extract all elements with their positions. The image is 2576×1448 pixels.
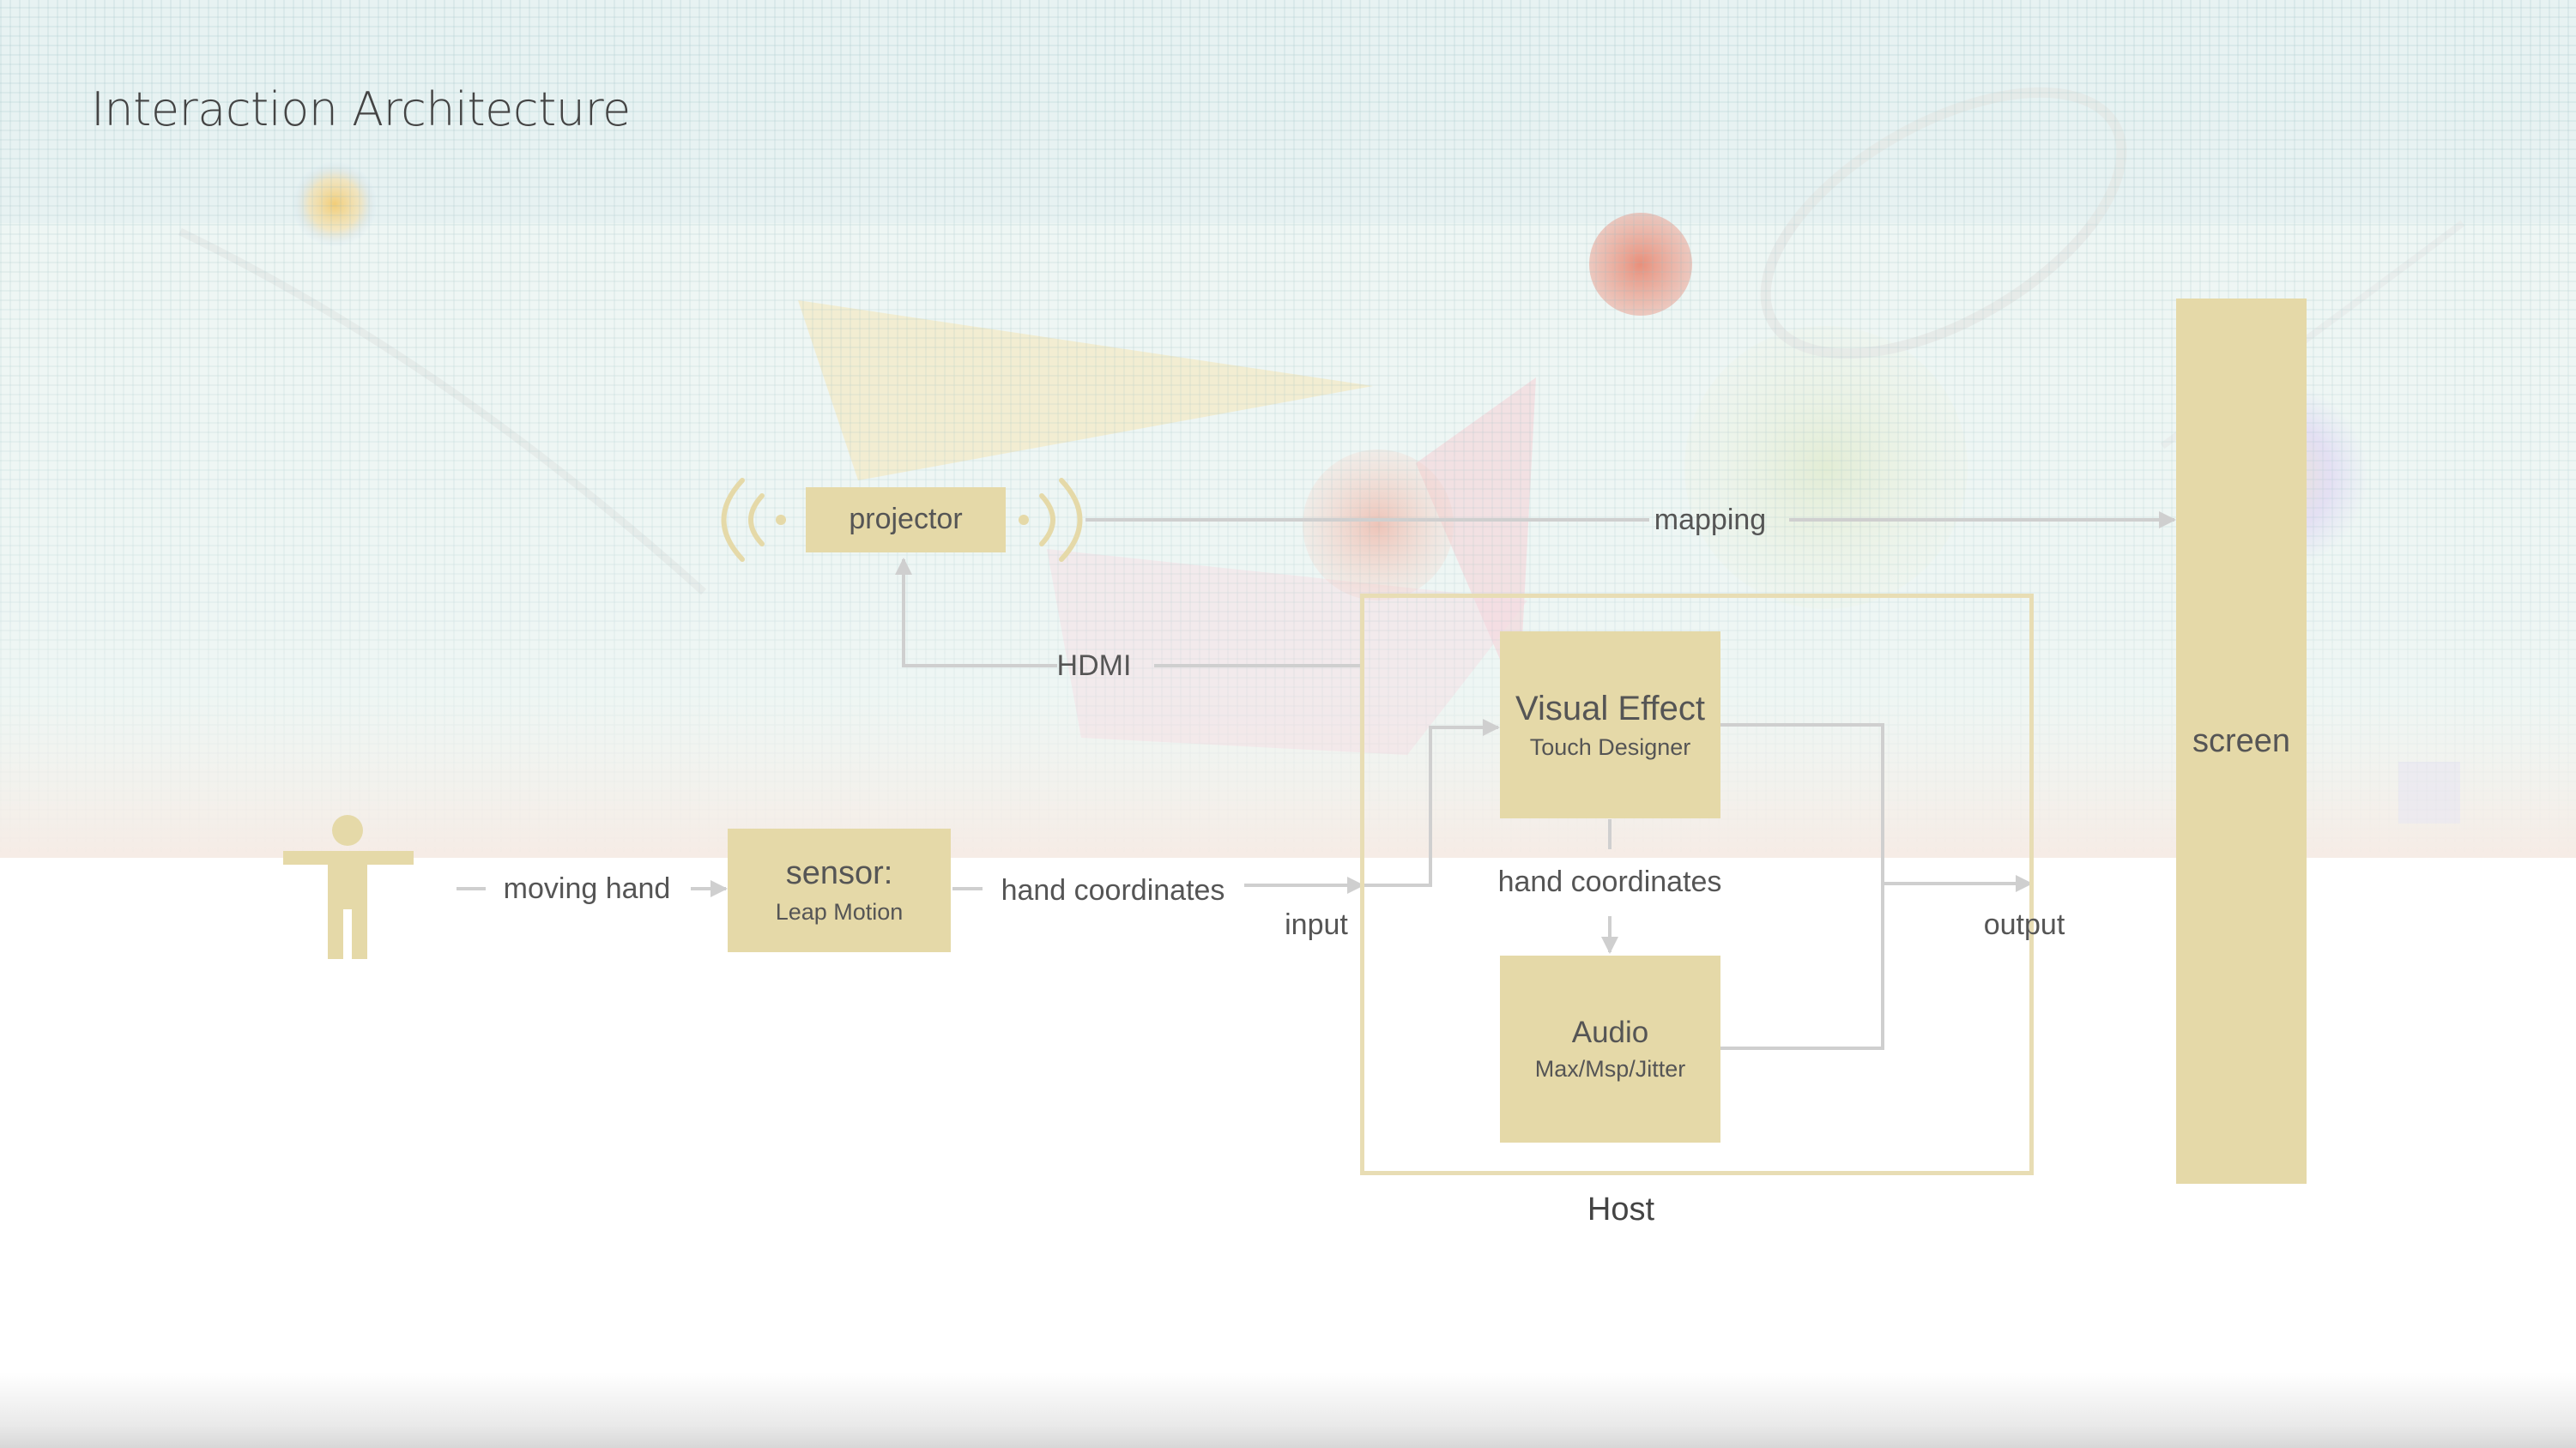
sensor-subtitle: Leap Motion — [775, 898, 904, 925]
output-label: output — [1983, 908, 2065, 941]
broadcast-waves-icon — [721, 478, 1083, 562]
host-frame — [1360, 594, 2034, 1175]
hdmi-label: HDMI — [1056, 649, 1132, 682]
connector-hdmi-left — [895, 558, 1057, 667]
visual-effect-box: Visual Effect Touch Designer — [1500, 631, 1720, 818]
projector-box: projector — [806, 487, 1006, 552]
projector-label: projector — [849, 503, 963, 536]
moving-hand-label: moving hand — [503, 872, 671, 905]
visual-effect-subtitle: Touch Designer — [1529, 733, 1691, 760]
audio-subtitle: Max/Msp/Jitter — [1534, 1055, 1686, 1082]
audio-box: Audio Max/Msp/Jitter — [1500, 956, 1720, 1143]
screen-label: screen — [2192, 722, 2291, 759]
page-title: Interaction Architecture — [91, 82, 631, 136]
screen-bar: screen — [2176, 299, 2307, 1184]
hand-coordinates-label: hand coordinates — [1001, 874, 1225, 907]
input-label: input — [1285, 908, 1348, 941]
visual-effect-title: Visual Effect — [1515, 689, 1705, 727]
internal-hand-coordinates-label: hand coordinates — [1497, 866, 1722, 898]
connector-to-visual — [1363, 719, 1500, 887]
sensor-title: sensor: — [785, 854, 893, 891]
person-icon — [283, 815, 414, 959]
audio-title: Audio — [1571, 1015, 1649, 1049]
connector-visual-out — [1720, 723, 1884, 1050]
mapping-label: mapping — [1654, 504, 1767, 536]
host-label: Host — [1587, 1192, 1655, 1228]
sensor-box: sensor: Leap Motion — [728, 829, 951, 952]
